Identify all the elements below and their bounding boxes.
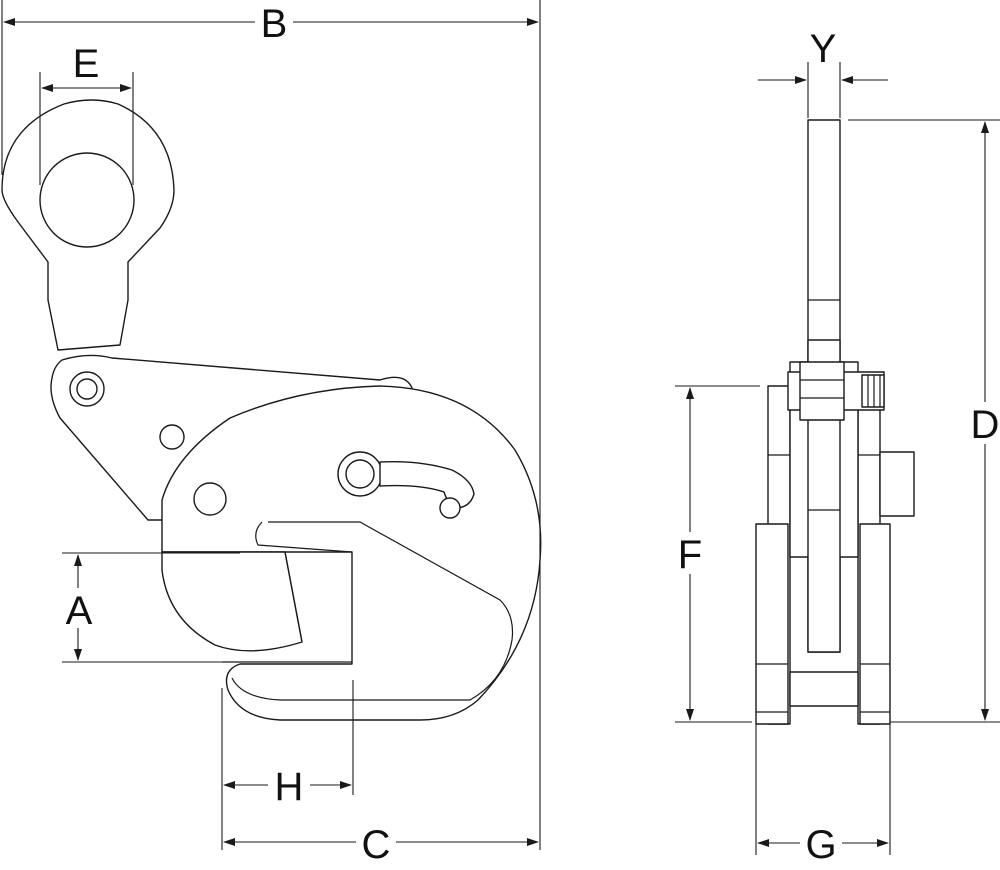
label-e: E xyxy=(73,42,100,86)
label-f-bg xyxy=(672,532,708,574)
cam-edge xyxy=(284,551,303,643)
small-rivet xyxy=(159,424,185,450)
lock-slot xyxy=(379,461,475,509)
label-d-bg xyxy=(966,402,1000,444)
label-y: Y xyxy=(810,27,837,71)
jaw-opening xyxy=(231,521,514,701)
lock-handle xyxy=(879,451,915,517)
side-view xyxy=(1,99,542,721)
label-g-bg xyxy=(800,824,842,864)
cam-segment xyxy=(161,551,303,652)
label-c-bg xyxy=(356,822,396,862)
label-a-bg xyxy=(62,588,96,628)
label-h: H xyxy=(275,765,304,809)
label-d: D xyxy=(971,403,1000,447)
label-a: A xyxy=(66,589,93,633)
body-pin xyxy=(193,482,227,516)
label-b-bg xyxy=(255,4,293,40)
label-c: C xyxy=(362,823,391,867)
base-spacer xyxy=(789,671,859,707)
bolt-head xyxy=(799,361,845,421)
front-view xyxy=(755,119,915,725)
dimension-labels: B E A H C Y D F G xyxy=(62,2,1000,867)
label-f: F xyxy=(678,533,702,577)
lock-pin-inner xyxy=(345,459,375,489)
bolt-thread xyxy=(861,374,885,408)
slot-pin xyxy=(439,497,461,519)
label-b: B xyxy=(261,2,288,46)
pivot-pin-inner xyxy=(76,378,98,400)
left-outer-plate xyxy=(755,523,789,725)
label-g: G xyxy=(805,823,836,867)
label-h-bg xyxy=(268,766,310,804)
right-outer-plate xyxy=(859,523,891,725)
eye-hole xyxy=(39,152,135,248)
label-e-bg xyxy=(68,44,104,80)
